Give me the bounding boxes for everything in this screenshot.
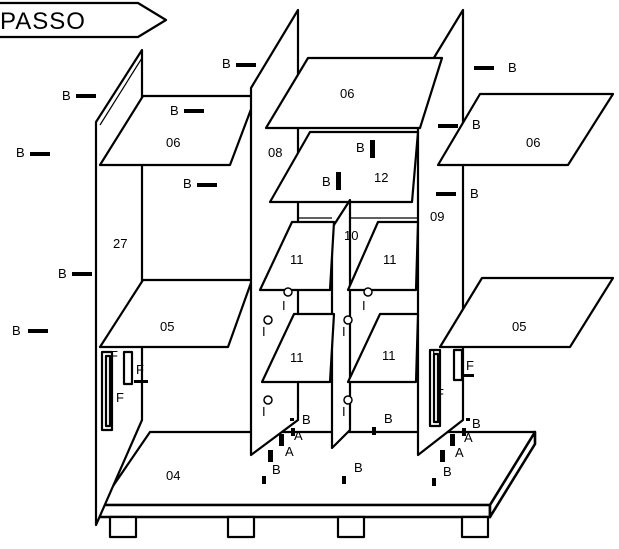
label-panel-12: 12 <box>374 170 388 185</box>
label-screw-b: B <box>322 174 331 189</box>
label-panel-27: 27 <box>113 236 127 251</box>
label-panel-04: 04 <box>166 468 180 483</box>
bottom-hardware: B B B B B B A A A A <box>262 411 481 486</box>
label-screw-b: B <box>472 416 481 431</box>
label-hinge-f: F <box>116 390 124 405</box>
label-hinge-f: F <box>466 358 474 373</box>
label-panel-05-right: 05 <box>512 319 526 334</box>
label-screw-b: B <box>62 88 71 103</box>
label-screw-b: B <box>302 412 311 427</box>
label-pin-a: A <box>294 428 303 443</box>
label-pin-a: A <box>455 445 464 460</box>
label-screw-b: B <box>58 266 67 281</box>
label-cam-i: I <box>262 404 266 419</box>
panel-shelf-upper-right: 11 <box>346 220 420 292</box>
cam-connectors: I I I I I I <box>262 287 373 419</box>
label-panel-11: 11 <box>383 252 397 267</box>
label-cam-i: I <box>342 324 346 339</box>
panel-left-shelf-top: 06 <box>98 94 258 167</box>
label-screw-b: B <box>170 103 179 118</box>
panel-left-shelf-mid: 05 <box>98 278 254 349</box>
panel-right-shelf-top: 06 <box>436 92 615 167</box>
panel-shelf-lower-left: 11 <box>260 312 336 384</box>
label-screw-b: B <box>470 186 479 201</box>
label-cam-i: I <box>362 298 366 313</box>
label-panel-10: 10 <box>344 228 358 243</box>
label-panel-09: 09 <box>430 209 444 224</box>
label-panel-06-left: 06 <box>166 135 180 150</box>
label-screw-b: B <box>222 56 231 71</box>
label-screw-b: B <box>272 462 281 477</box>
label-screw-b: B <box>356 140 365 155</box>
label-panel-06-center: 06 <box>340 86 354 101</box>
label-screw-b: B <box>12 323 21 338</box>
panel-center-divider: 10 <box>298 198 418 450</box>
panel-shelf-lower-right: 11 <box>346 312 420 384</box>
label-cam-i: I <box>282 298 286 313</box>
panel-center-upper: 12 B B <box>268 130 420 204</box>
label-hinge-f: F <box>110 348 118 363</box>
label-screw-b: B <box>472 117 481 132</box>
label-hinge-f: F <box>432 346 440 361</box>
label-screw-b: B <box>443 464 452 479</box>
label-pin-a: A <box>464 430 473 445</box>
label-panel-11: 11 <box>290 350 304 365</box>
panel-right-shelf-mid: 05 <box>438 276 615 349</box>
label-pin-a: A <box>285 444 294 459</box>
label-hinge-f: F <box>136 362 144 377</box>
panel-center-top: 06 <box>264 56 444 130</box>
label-cam-i: I <box>262 324 266 339</box>
label-panel-08: 08 <box>268 145 282 160</box>
hinges-right: F F F <box>428 346 474 428</box>
label-screw-b: B <box>354 460 363 475</box>
label-cam-i: I <box>342 404 346 419</box>
panel-base: 04 <box>98 430 537 539</box>
label-panel-11: 11 <box>290 252 304 267</box>
step-banner: PASSO <box>0 1 168 39</box>
screws-b: B B B B B B B B B B <box>12 56 517 338</box>
label-screw-b: B <box>183 176 192 191</box>
label-screw-b: B <box>16 145 25 160</box>
label-panel-11: 11 <box>382 348 396 363</box>
label-hinge-f: F <box>436 386 444 401</box>
label-screw-b: B <box>384 411 393 426</box>
label-panel-06-right: 06 <box>526 135 540 150</box>
hinges-left: F F F <box>100 348 148 432</box>
panel-shelf-upper-left: 11 <box>258 220 336 292</box>
step-banner-text: PASSO <box>0 8 86 35</box>
label-panel-05-left: 05 <box>160 319 174 334</box>
label-screw-b: B <box>508 60 517 75</box>
